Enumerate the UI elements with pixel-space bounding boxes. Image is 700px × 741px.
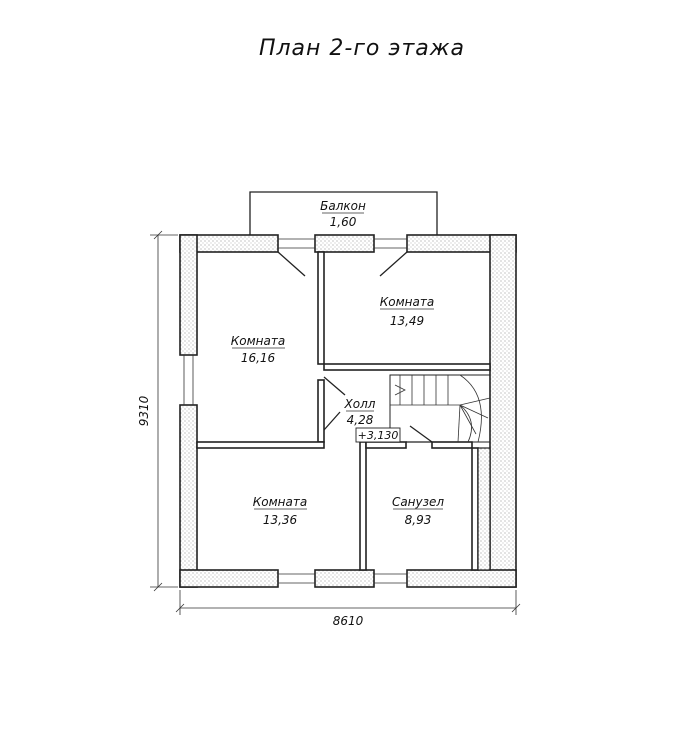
room-bottom-left-name: Комната [253, 495, 307, 509]
room-right-top-area: 13,49 [390, 314, 424, 328]
dimensions [150, 230, 521, 615]
interior-walls [196, 251, 491, 571]
exterior-walls [179, 234, 517, 588]
hall-area: 4,28 [347, 413, 374, 427]
level-mark: +3,130 [358, 429, 399, 442]
plan-title: План 2-го этажа [259, 36, 465, 61]
width-dimension: 8610 [333, 614, 364, 628]
height-dimension: 9310 [137, 395, 151, 426]
room-bottom-left-area: 13,36 [263, 513, 298, 527]
room-left-top-name: Комната [231, 334, 285, 348]
balcony-area: 1,60 [330, 215, 357, 229]
balcony-name: Балкон [320, 199, 366, 213]
hall-name: Холл [344, 397, 376, 411]
room-labels: Балкон 1,60 Комната 16,16 Комната 13,49 … [231, 199, 445, 527]
bathroom-name: Санузел [392, 495, 444, 509]
bathroom-area: 8,93 [405, 513, 432, 527]
balcony [249, 191, 438, 235]
room-right-top-name: Комната [380, 295, 434, 309]
room-left-top-area: 16,16 [241, 351, 276, 365]
stairs [389, 374, 491, 443]
level-mark-box [355, 427, 401, 443]
